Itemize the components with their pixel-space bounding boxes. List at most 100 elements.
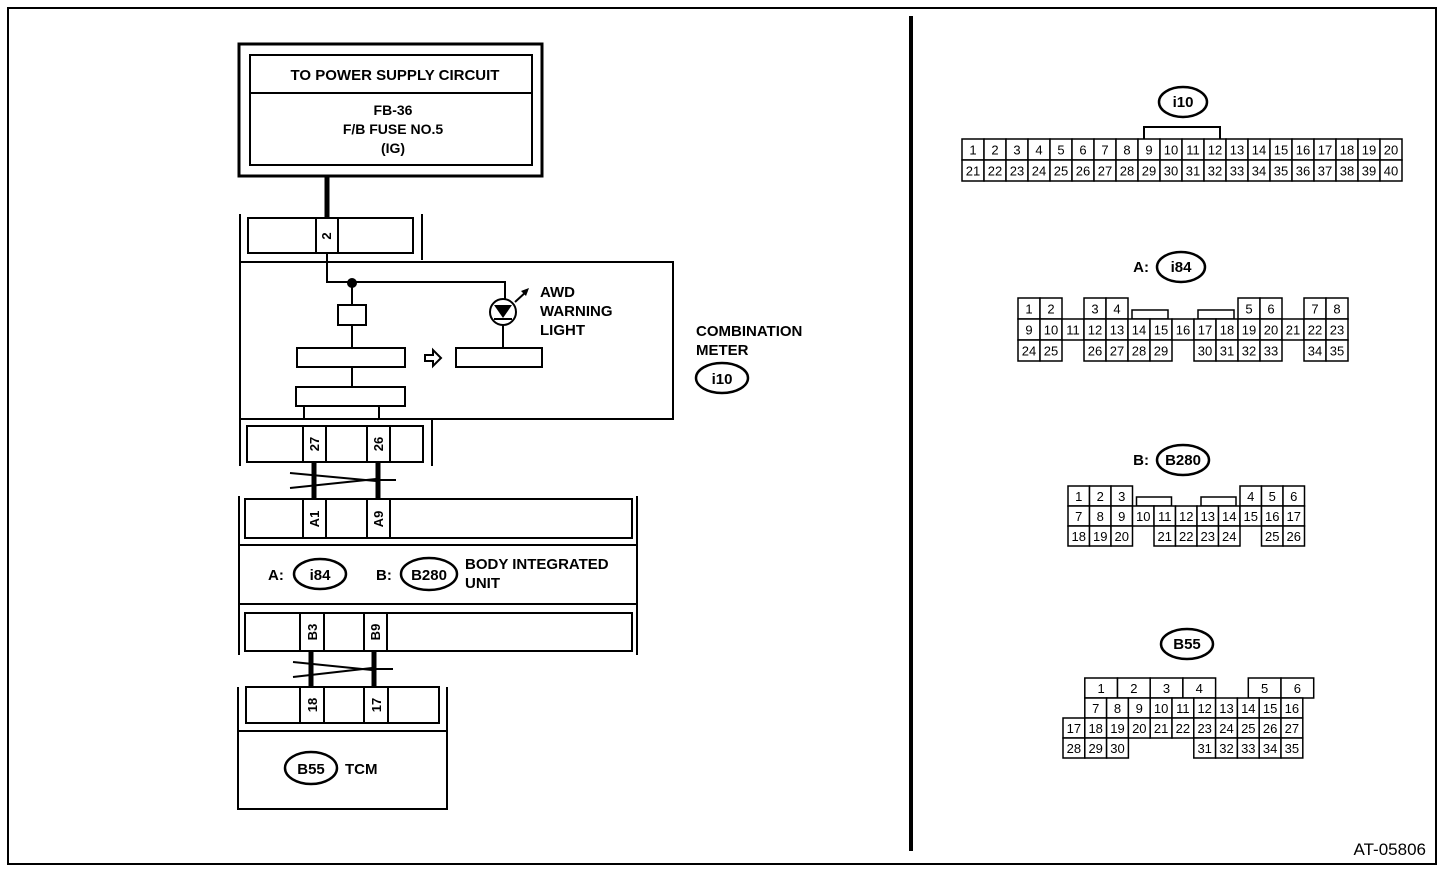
pin-number: 20 xyxy=(1384,143,1398,158)
pin-number: 26 xyxy=(1076,164,1090,179)
pin-number: 9 xyxy=(1118,509,1125,524)
pin-number: 16 xyxy=(1285,701,1299,716)
pin-number: 5 xyxy=(1261,681,1268,696)
pin-number: 5 xyxy=(1269,489,1276,504)
twisted-pair-wires xyxy=(289,462,396,499)
tcm-connector xyxy=(245,686,440,724)
pin-number: 32 xyxy=(1219,741,1233,756)
pin-number: 13 xyxy=(1201,509,1215,524)
pin-number: 22 xyxy=(1308,323,1322,338)
biu-label: BODY INTEGRATED xyxy=(465,556,609,573)
pin-number: 33 xyxy=(1264,344,1278,359)
connector-badge xyxy=(1159,627,1215,661)
pin-number: 17 xyxy=(1287,509,1301,524)
combination-meter-label: COMBINATION xyxy=(696,323,802,340)
connector-badge-label: i84 xyxy=(1171,259,1193,276)
warning-light-label: WARNING xyxy=(540,303,613,320)
pin-number: 28 xyxy=(1120,164,1134,179)
pin-number: 27 xyxy=(1285,721,1299,736)
pin-number: 2 xyxy=(1097,489,1104,504)
arrow-icon xyxy=(424,347,443,369)
pin-number: 15 xyxy=(1154,323,1168,338)
pin-number: 12 xyxy=(1197,701,1211,716)
connector-badge xyxy=(399,556,459,592)
pin-number: 9 xyxy=(1145,143,1152,158)
pin-number: 39 xyxy=(1362,164,1376,179)
pin-number: 22 xyxy=(1176,721,1190,736)
tcm-label: TCM xyxy=(345,761,378,778)
pin-number: 14 xyxy=(1241,701,1255,716)
pin-number: 18 xyxy=(1340,143,1354,158)
power-supply-line-3: (IG) xyxy=(381,140,405,156)
connector-latch xyxy=(1200,496,1237,507)
pin-number: 31 xyxy=(1186,164,1200,179)
connector-badge-label: i10 xyxy=(1173,94,1194,111)
pin-number: 21 xyxy=(1286,323,1300,338)
pin-number: 35 xyxy=(1285,741,1299,756)
pin-cell xyxy=(1325,339,1349,362)
pin-number: 30 xyxy=(1164,164,1178,179)
pin-number: 15 xyxy=(1274,143,1288,158)
pin-number: 26 xyxy=(1263,721,1277,736)
connector-badge-label: i84 xyxy=(310,567,332,584)
pin-cell xyxy=(1149,339,1173,362)
pin-cell xyxy=(1280,737,1304,759)
pin-label: B3 xyxy=(305,624,320,641)
pin-number: 34 xyxy=(1263,741,1277,756)
pin-number: 16 xyxy=(1265,509,1279,524)
pin-number: 28 xyxy=(1067,741,1081,756)
pin-number: 14 xyxy=(1132,323,1146,338)
pin-number: 11 xyxy=(1176,701,1190,716)
connector-badge-label: B55 xyxy=(297,761,325,778)
pin-number: 24 xyxy=(1219,721,1233,736)
meter-circuit-block xyxy=(295,386,406,407)
pin-number: 17 xyxy=(1067,721,1081,736)
biu-connector-a xyxy=(244,498,633,539)
connector-badge-label: i10 xyxy=(712,371,733,388)
pin-number: 1 xyxy=(1025,302,1032,317)
pin-number: 25 xyxy=(1044,344,1058,359)
pin-number: 10 xyxy=(1164,143,1178,158)
pin-number: 3 xyxy=(1091,302,1098,317)
pin-label: 18 xyxy=(305,698,320,712)
pin-number: 19 xyxy=(1110,721,1124,736)
pin-number: 22 xyxy=(988,164,1002,179)
pin-number: 9 xyxy=(1025,323,1032,338)
warning-light-label: LIGHT xyxy=(540,322,585,339)
pin-number: 4 xyxy=(1196,681,1203,696)
pin-number: 16 xyxy=(1176,323,1190,338)
pin-number: 6 xyxy=(1294,681,1301,696)
pin-number: 5 xyxy=(1057,143,1064,158)
pin-label: 26 xyxy=(371,437,386,451)
pin-cell xyxy=(1282,525,1306,547)
pin-number: 8 xyxy=(1333,302,1340,317)
pin-number: 21 xyxy=(966,164,980,179)
pin-number: 20 xyxy=(1132,721,1146,736)
pin-number: 25 xyxy=(1054,164,1068,179)
pin-number: 33 xyxy=(1230,164,1244,179)
power-supply-line-1: FB-36 xyxy=(374,102,413,118)
pin-number: 18 xyxy=(1088,721,1102,736)
pin-label: 17 xyxy=(369,698,384,712)
pin-number: 19 xyxy=(1362,143,1376,158)
pin-number: 30 xyxy=(1110,741,1124,756)
connector-badge xyxy=(292,557,348,591)
pin-number: 23 xyxy=(1201,529,1215,544)
pin-number: 3 xyxy=(1118,489,1125,504)
power-supply-line-2: F/B FUSE NO.5 xyxy=(343,121,444,137)
page-frame xyxy=(7,7,1437,865)
pin-label: A9 xyxy=(371,511,386,528)
warning-light-label: AWD xyxy=(540,284,575,301)
pin-number: 1 xyxy=(1075,489,1082,504)
pin-number: 21 xyxy=(1154,721,1168,736)
pin-number: 16 xyxy=(1296,143,1310,158)
pin-number: 14 xyxy=(1222,509,1236,524)
pin-number: 2 xyxy=(1130,681,1137,696)
pin-label: 2 xyxy=(319,232,334,239)
pin-number: 24 xyxy=(1032,164,1046,179)
pin-number: 35 xyxy=(1330,344,1344,359)
pin-cell xyxy=(1105,737,1130,759)
pin-number: 7 xyxy=(1092,701,1099,716)
pin-number: 27 xyxy=(1110,344,1124,359)
